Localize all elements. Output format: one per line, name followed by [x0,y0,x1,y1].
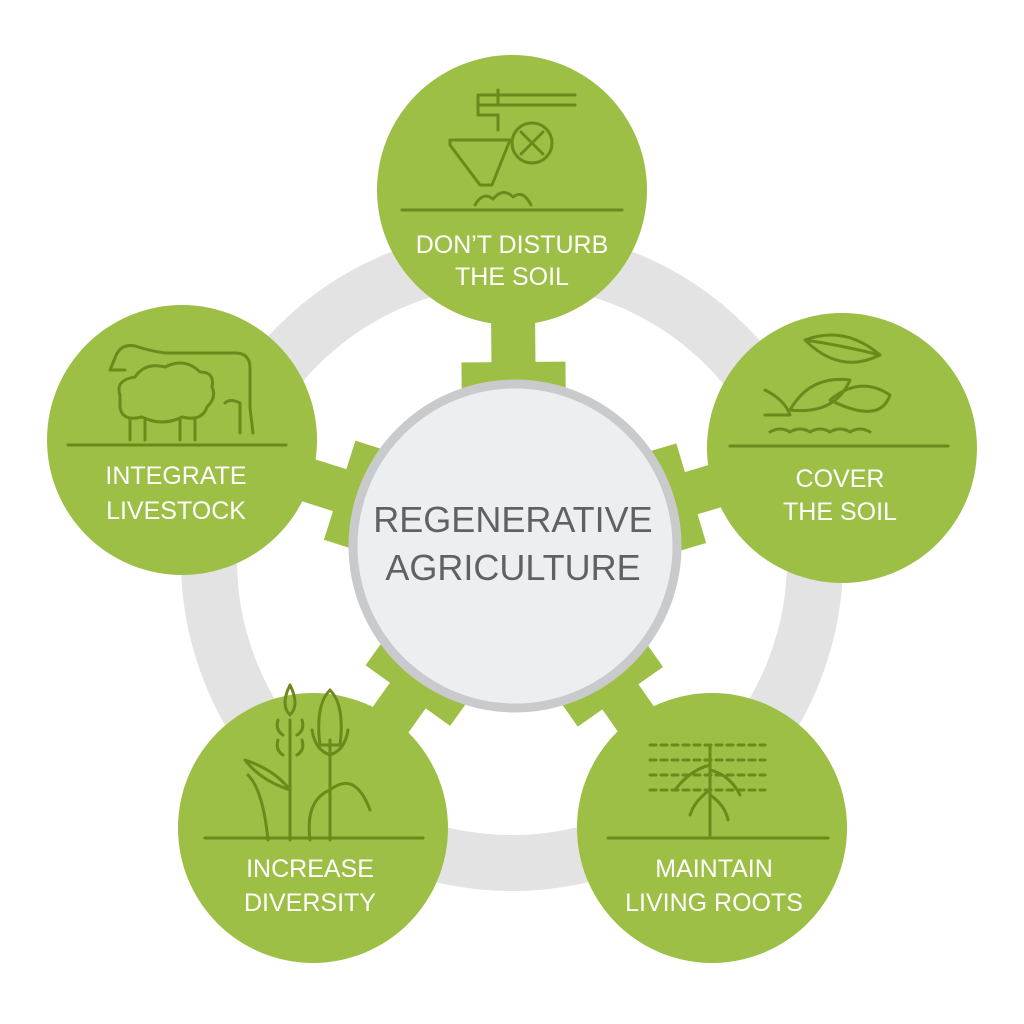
principle-label-line2: LIVING ROOTS [625,889,803,917]
center-title-line2: AGRICULTURE [385,547,640,588]
principle-increase-diversity: INCREASE DIVERSITY [178,683,448,963]
crops-icon [203,683,425,842]
principle-label-line2: LIVESTOCK [106,497,246,525]
principle-label-line1: DON’T DISTURB [416,231,609,259]
principle-dont-disturb-soil: DON’T DISTURB THE SOIL [377,55,647,325]
roots-icon [606,743,830,840]
cow-sheep-icon [66,344,288,447]
principle-label-line2: THE SOIL [783,498,897,526]
principle-label-line1: COVER [796,465,885,493]
principle-maintain-living-roots: MAINTAIN LIVING ROOTS [577,693,847,963]
principle-label-line1: INTEGRATE [105,462,246,490]
center-circle [348,379,682,713]
principle-label-line1: INCREASE [246,855,374,883]
principle-integrate-livestock: INTEGRATE LIVESTOCK [47,305,317,575]
center-title-line1: REGENERATIVE [373,499,652,540]
principle-label-line1: MAINTAIN [655,855,773,883]
principle-cover-soil: COVER THE SOIL [707,313,977,583]
principle-label-line2: THE SOIL [455,263,569,291]
leaves-on-soil-icon [728,333,950,448]
plow-crossed-icon [400,88,624,212]
principle-label-line2: DIVERSITY [244,889,376,917]
